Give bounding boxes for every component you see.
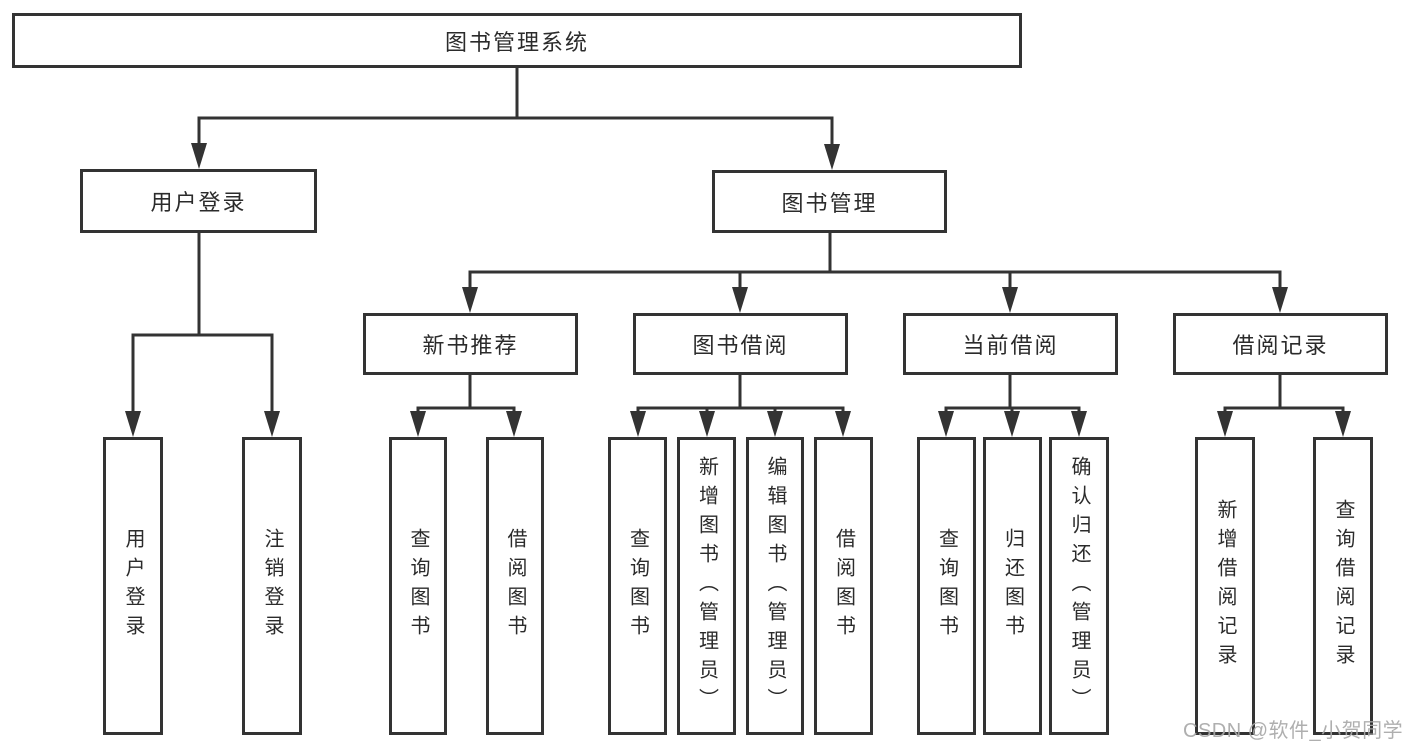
node-book-management-label: 图书管理 <box>781 190 878 216</box>
node-borrowing-records: 借阅记录 <box>1173 313 1388 375</box>
leaf-add-borrow-record-label: 新增借阅记录 <box>1214 499 1236 673</box>
leaf-query-borrow-record: 查询借阅记录 <box>1313 437 1373 735</box>
leaf-query-books-2: 查询图书 <box>608 437 667 735</box>
leaf-query-books-3: 查询图书 <box>917 437 976 735</box>
node-library-system-label: 图书管理系统 <box>444 29 589 55</box>
leaf-query-books-3-label: 查询图书 <box>935 528 958 644</box>
leaf-borrow-books-2-label: 借阅图书 <box>832 528 855 644</box>
leaf-add-books-admin: 新增图书（管理员） <box>677 437 736 735</box>
leaf-user-login-label: 用户登录 <box>122 528 144 644</box>
leaf-add-borrow-record: 新增借阅记录 <box>1195 437 1255 735</box>
node-current-borrowing-label: 当前借阅 <box>962 333 1059 358</box>
arrowheads <box>125 143 1351 437</box>
node-new-book-recommend-label: 新书推荐 <box>422 333 519 358</box>
leaf-logout: 注销登录 <box>242 437 302 735</box>
node-book-borrowing: 图书借阅 <box>633 313 848 375</box>
leaf-return-books-label: 归还图书 <box>1001 528 1024 644</box>
leaf-logout-label: 注销登录 <box>261 528 283 644</box>
leaf-edit-books-admin: 编辑图书（管理员） <box>746 437 804 735</box>
leaf-query-books-2-label: 查询图书 <box>626 528 649 644</box>
node-new-book-recommend: 新书推荐 <box>363 313 578 375</box>
leaf-borrow-books-1: 借阅图书 <box>486 437 544 735</box>
leaf-edit-books-admin-label: 编辑图书（管理员） <box>764 455 786 717</box>
node-book-borrowing-label: 图书借阅 <box>692 333 789 358</box>
leaf-query-books-1-label: 查询图书 <box>407 528 429 644</box>
node-borrowing-records-label: 借阅记录 <box>1232 333 1329 358</box>
leaf-confirm-return-admin: 确认归还（管理员） <box>1049 437 1109 735</box>
node-library-system: 图书管理系统 <box>12 13 1022 68</box>
leaf-return-books: 归还图书 <box>983 437 1042 735</box>
node-book-management: 图书管理 <box>712 170 947 233</box>
leaf-confirm-return-admin-label: 确认归还（管理员） <box>1068 455 1090 717</box>
leaf-user-login: 用户登录 <box>103 437 163 735</box>
leaf-query-books-1: 查询图书 <box>389 437 447 735</box>
leaf-query-borrow-record-label: 查询借阅记录 <box>1332 499 1354 673</box>
csdn-watermark: CSDN @软件_小贺同学 <box>1183 720 1404 742</box>
leaf-borrow-books-1-label: 借阅图书 <box>504 528 526 644</box>
leaf-borrow-books-2: 借阅图书 <box>814 437 873 735</box>
node-user-login-label: 用户登录 <box>150 190 247 215</box>
node-user-login: 用户登录 <box>80 169 317 233</box>
leaf-add-books-admin-label: 新增图书（管理员） <box>695 455 718 717</box>
node-current-borrowing: 当前借阅 <box>903 313 1118 375</box>
